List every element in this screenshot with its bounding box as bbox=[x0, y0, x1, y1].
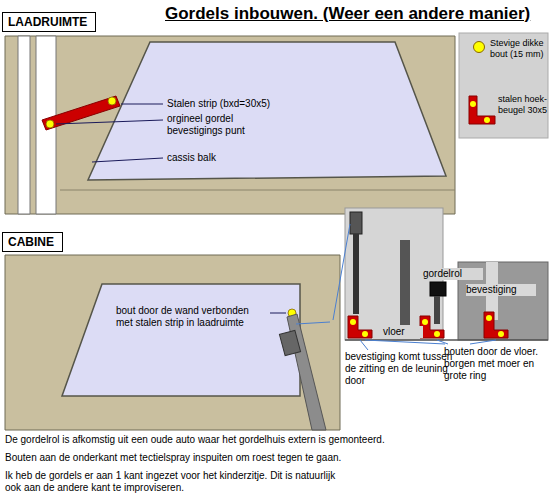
note: Bouten aan de onderkant met tectielspray… bbox=[5, 452, 545, 464]
legend-swatch bbox=[467, 94, 497, 126]
steel-strip bbox=[42, 96, 120, 130]
angle-bracket bbox=[486, 315, 492, 321]
section-box: CABINE bbox=[2, 232, 63, 252]
legend-panel bbox=[459, 33, 548, 138]
part-label: orgineel gordel bevestigings punt bbox=[167, 113, 262, 137]
legend-entry: Stevige dikke bout (15 mm) bbox=[490, 38, 546, 60]
steel-strip bbox=[42, 96, 120, 130]
section-label: CABINE bbox=[8, 235, 57, 249]
cabin-wall bbox=[62, 284, 300, 396]
leader-line bbox=[92, 158, 163, 162]
section-box: LAADRUIMTE bbox=[2, 12, 96, 32]
seat-belt bbox=[279, 330, 300, 355]
cargo-floor bbox=[60, 190, 455, 191]
leader-line bbox=[121, 104, 163, 105]
steel-strip bbox=[46, 120, 54, 128]
angle-bracket bbox=[350, 319, 356, 325]
cargo-floor bbox=[88, 42, 446, 180]
legend-panel bbox=[459, 33, 548, 138]
angle-bracket bbox=[420, 316, 444, 338]
leader-line bbox=[56, 120, 163, 124]
cabin-wall bbox=[5, 255, 340, 430]
cabin-side bbox=[430, 282, 446, 296]
leader-line bbox=[365, 340, 445, 344]
cargo-floor bbox=[36, 36, 56, 214]
angle-bracket bbox=[484, 312, 508, 338]
cabin-side bbox=[353, 234, 359, 314]
seat-belt bbox=[296, 322, 330, 324]
part-label: bevestiging bbox=[466, 284, 536, 296]
legend-label: Stevige dikke bout (15 mm) bbox=[490, 38, 546, 60]
seat-belt bbox=[279, 314, 330, 430]
cargo-floor bbox=[18, 36, 30, 214]
cabin-side bbox=[434, 296, 440, 324]
leader-line bbox=[360, 340, 368, 350]
legend-entry: stalen hoek-beugel 30x5 bbox=[498, 94, 548, 116]
angle-bracket bbox=[362, 331, 368, 337]
title: Gordels inbouwen. (Weer een andere manie… bbox=[165, 4, 530, 24]
bolt-symbol bbox=[470, 101, 476, 107]
cargo-floor bbox=[5, 36, 455, 214]
legend-label: stalen hoek-beugel 30x5 bbox=[498, 94, 548, 116]
leader-line bbox=[333, 224, 350, 320]
cabin-wall bbox=[5, 255, 340, 430]
part-label: Stalen strip (bxd=30x5) bbox=[167, 98, 327, 110]
cabin-side bbox=[345, 208, 548, 340]
cabin-side bbox=[350, 212, 362, 234]
cabin-wall bbox=[270, 313, 286, 314]
section-label: LAADRUIMTE bbox=[8, 15, 90, 29]
part-label: bouten door de vloer. borgen met moer en… bbox=[444, 346, 548, 382]
leader-line bbox=[56, 104, 163, 162]
angle-bracket bbox=[422, 319, 428, 325]
cargo-floor bbox=[5, 36, 455, 214]
note: De gordelrol is afkomstig uit een oude a… bbox=[5, 434, 545, 446]
angle-bracket bbox=[348, 312, 508, 338]
part-label: gordelrol bbox=[423, 268, 483, 280]
steel-strip bbox=[108, 97, 116, 105]
note: Ik heb de gordels er aan 1 kant ingezet … bbox=[5, 470, 345, 494]
part-label: cassis balk bbox=[167, 152, 267, 164]
bolt-symbol bbox=[484, 117, 490, 123]
angle-bracket bbox=[348, 316, 372, 338]
angle-bracket bbox=[434, 331, 440, 337]
leader-line bbox=[470, 340, 496, 344]
part-label: vloer bbox=[383, 326, 423, 338]
legend-swatch bbox=[473, 41, 485, 53]
cabin-side bbox=[400, 240, 410, 325]
part-label: bout door de wand verbonden met stalen s… bbox=[116, 305, 266, 329]
part-label: bevestiging komt tussen de zitting en de… bbox=[345, 351, 460, 387]
angle-bracket bbox=[498, 331, 504, 337]
bracket-symbol bbox=[469, 96, 495, 124]
